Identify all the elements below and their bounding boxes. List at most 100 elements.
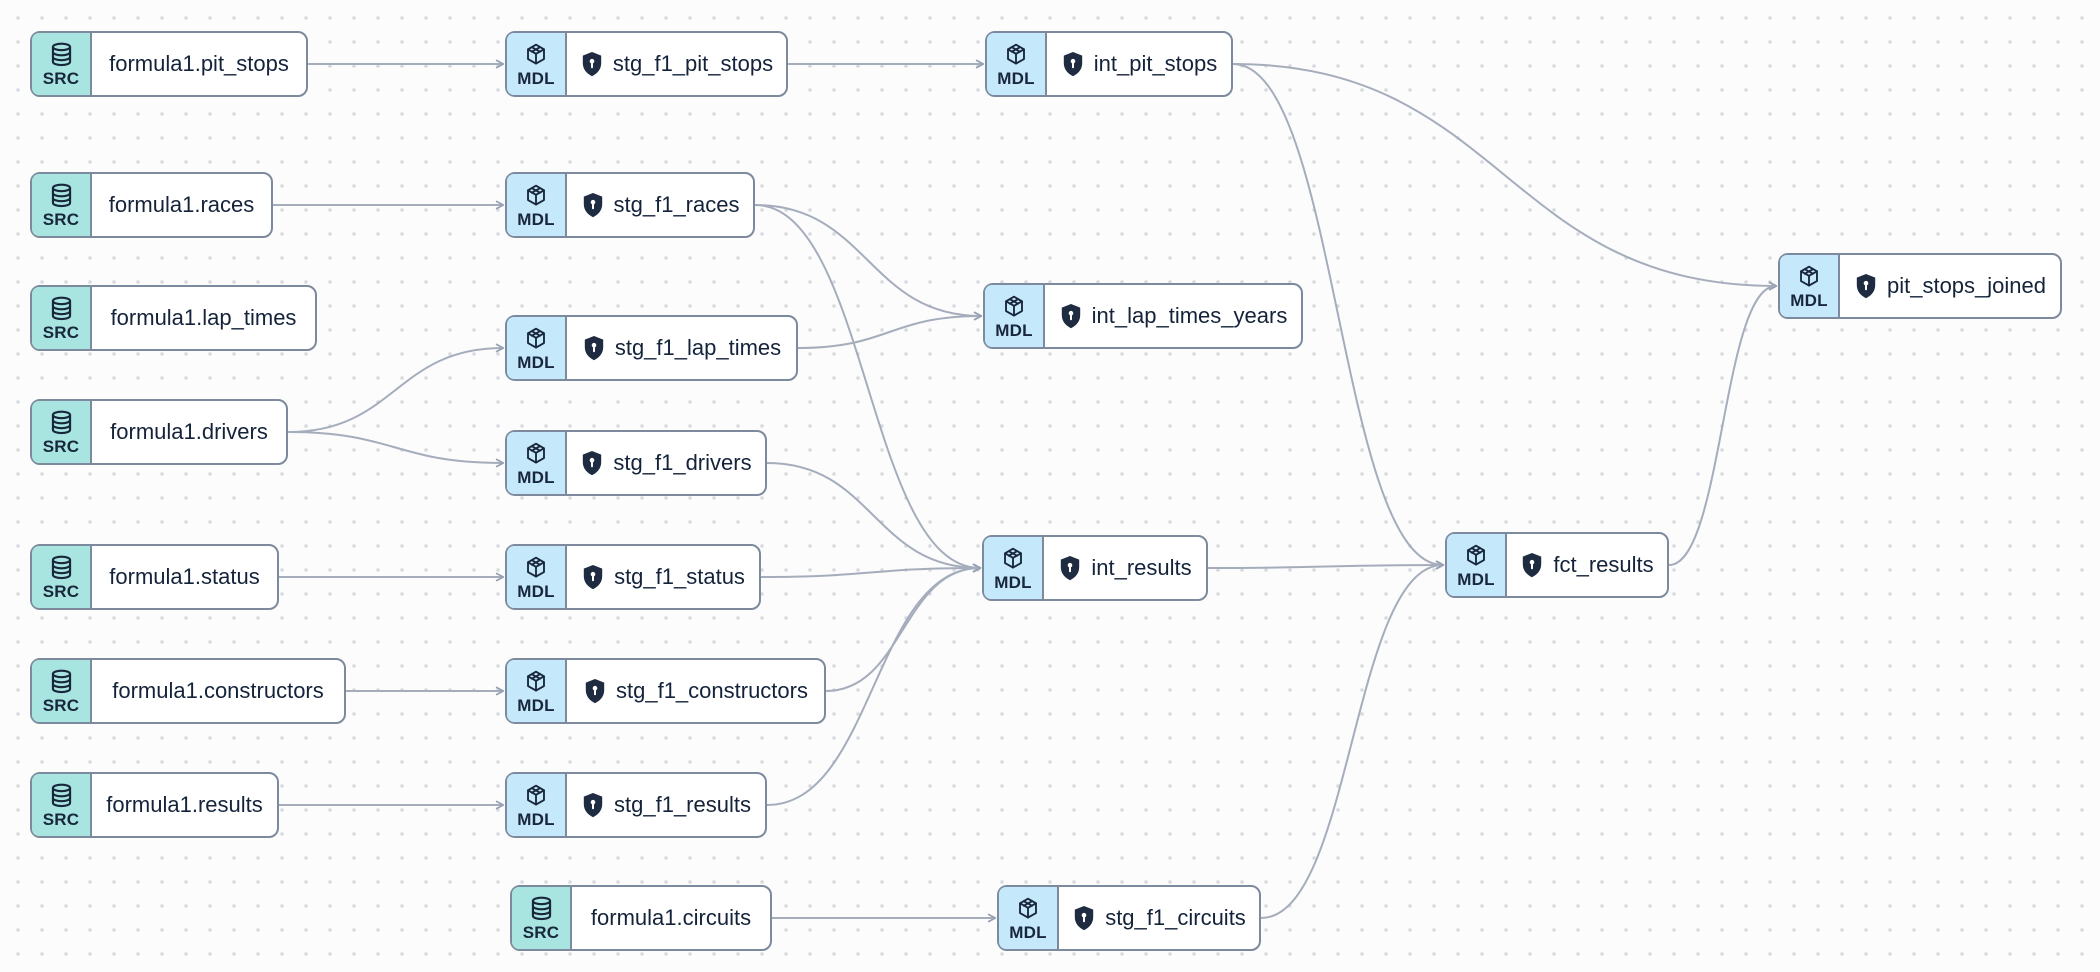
node-label-area: stg_f1_lap_times xyxy=(567,317,796,379)
node-stg-lap-times[interactable]: MDL stg_f1_lap_times xyxy=(505,315,798,381)
node-src-races[interactable]: SRC formula1.races xyxy=(30,172,273,238)
node-label-area: int_lap_times_years xyxy=(1045,285,1301,347)
badge-label: SRC xyxy=(42,209,80,229)
source-type-badge: SRC xyxy=(32,33,92,95)
edge-src-drivers-to-stg-lap-times xyxy=(287,343,505,433)
node-stg-status[interactable]: MDL stg_f1_status xyxy=(505,544,761,610)
database-icon xyxy=(48,782,75,810)
edge-stg-results-to-int-results xyxy=(766,563,982,806)
model-type-badge: MDL xyxy=(507,174,567,236)
node-label-area: formula1.constructors xyxy=(92,660,344,722)
node-label-area: pit_stops_joined xyxy=(1840,255,2060,317)
node-label-area: int_pit_stops xyxy=(1047,33,1231,95)
database-icon xyxy=(528,895,555,923)
node-label-area: formula1.pit_stops xyxy=(92,33,306,95)
node-label-area: int_results xyxy=(1044,537,1206,599)
badge-label: MDL xyxy=(1009,922,1047,942)
node-label-area: formula1.lap_times xyxy=(92,287,315,349)
cube-icon xyxy=(999,545,1027,573)
shield-icon xyxy=(581,564,605,590)
cube-icon xyxy=(522,782,550,810)
cube-icon xyxy=(522,182,550,210)
cube-icon xyxy=(522,41,550,69)
source-type-badge: SRC xyxy=(32,546,92,608)
cube-icon xyxy=(1795,263,1823,291)
node-label: formula1.circuits xyxy=(590,905,752,930)
node-src-status[interactable]: SRC formula1.status xyxy=(30,544,279,610)
database-icon xyxy=(48,295,75,323)
edge-stg-races-to-int-results xyxy=(754,204,982,573)
database-icon xyxy=(48,554,75,582)
badge-label: MDL xyxy=(517,581,555,601)
model-type-badge: MDL xyxy=(985,285,1045,347)
node-label-area: stg_f1_results xyxy=(567,774,765,836)
cube-icon xyxy=(522,554,550,582)
badge-label: SRC xyxy=(42,68,80,88)
badge-label: MDL xyxy=(1457,569,1495,589)
model-type-badge: MDL xyxy=(984,537,1044,599)
shield-icon xyxy=(1058,555,1082,581)
node-label: pit_stops_joined xyxy=(1886,273,2046,298)
node-label-area: stg_f1_drivers xyxy=(567,432,765,494)
shield-icon xyxy=(1854,273,1878,299)
node-src-results[interactable]: SRC formula1.results xyxy=(30,772,279,838)
node-label: formula1.constructors xyxy=(112,678,324,703)
node-label: stg_f1_lap_times xyxy=(614,335,782,360)
node-src-pit-stops[interactable]: SRC formula1.pit_stops xyxy=(30,31,308,97)
edge-stg-drivers-to-int-results xyxy=(766,462,982,573)
shield-icon xyxy=(580,450,604,476)
model-type-badge: MDL xyxy=(999,887,1059,949)
cube-icon xyxy=(522,668,550,696)
edge-fct-results-to-pit-stops-joined xyxy=(1668,281,1778,566)
badge-label: SRC xyxy=(42,436,80,456)
node-src-circuits[interactable]: SRC formula1.circuits xyxy=(510,885,772,951)
edge-stg-lap-times-to-int-lap-times-years xyxy=(797,311,983,349)
node-label: formula1.pit_stops xyxy=(109,51,289,76)
node-label-area: stg_f1_races xyxy=(567,174,753,236)
edge-stg-constructors-to-int-results xyxy=(825,563,982,692)
cube-icon xyxy=(1002,41,1030,69)
badge-label: SRC xyxy=(42,322,80,342)
badge-label: SRC xyxy=(42,809,80,829)
badge-label: SRC xyxy=(522,922,560,942)
cube-icon xyxy=(522,325,550,353)
node-label-area: formula1.races xyxy=(92,174,271,236)
node-label: stg_f1_circuits xyxy=(1105,905,1246,930)
model-type-badge: MDL xyxy=(507,432,567,494)
node-label: int_lap_times_years xyxy=(1091,303,1288,328)
node-label-area: stg_f1_status xyxy=(567,546,759,608)
node-label: int_pit_stops xyxy=(1093,51,1218,76)
shield-icon xyxy=(581,192,605,218)
shield-icon xyxy=(1520,552,1544,578)
node-label-area: stg_f1_circuits xyxy=(1059,887,1259,949)
node-int-lap-times-years[interactable]: MDL int_lap_times_years xyxy=(983,283,1303,349)
shield-icon xyxy=(582,335,606,361)
cube-icon xyxy=(1000,293,1028,321)
model-type-badge: MDL xyxy=(507,33,567,95)
database-icon xyxy=(48,668,75,696)
edge-stg-races-to-int-lap-times-years xyxy=(754,204,983,321)
node-src-lap-times[interactable]: SRC formula1.lap_times xyxy=(30,285,317,351)
shield-icon xyxy=(583,678,607,704)
source-type-badge: SRC xyxy=(32,174,92,236)
model-type-badge: MDL xyxy=(507,317,567,379)
node-label-area: formula1.status xyxy=(92,546,277,608)
node-label: formula1.results xyxy=(106,792,263,817)
node-label: formula1.lap_times xyxy=(110,305,297,330)
node-label: formula1.status xyxy=(109,564,260,589)
edge-stg-circuits-to-fct-results xyxy=(1260,560,1445,919)
node-stg-circuits[interactable]: MDL stg_f1_circuits xyxy=(997,885,1261,951)
